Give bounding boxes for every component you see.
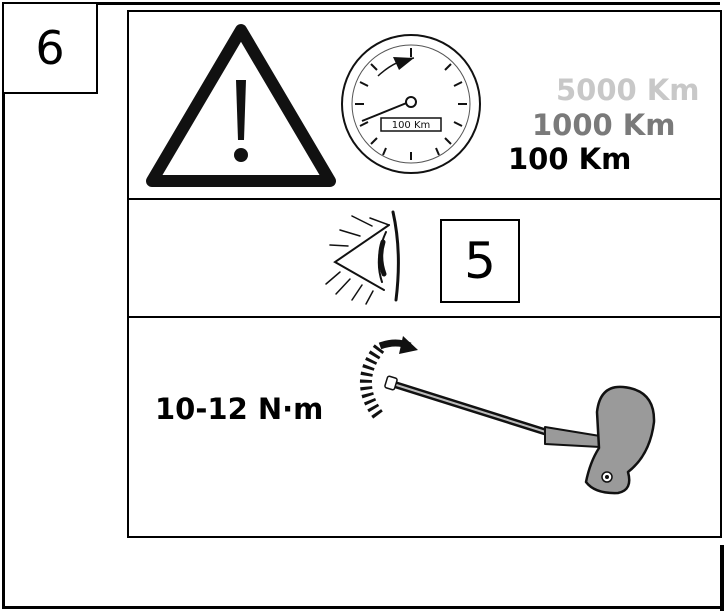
interval-1000-km: 1000 Km	[532, 108, 676, 142]
instruction-panel	[127, 10, 722, 538]
interval-100-km: 100 Km	[508, 142, 632, 176]
inspection-count: 5	[440, 219, 520, 303]
step-number: 6	[2, 2, 98, 94]
rotation-arrow-icon	[360, 336, 418, 419]
torque-spec: 10-12 N·m	[155, 392, 324, 426]
row-divider-1	[127, 198, 722, 200]
row-divider-2	[127, 316, 722, 318]
hex-key-tool-icon	[384, 375, 656, 495]
odometer-icon	[341, 34, 481, 174]
interval-5000-km: 5000 Km	[556, 73, 700, 107]
frame-edge	[720, 545, 724, 611]
outer-frame	[2, 2, 720, 609]
eye-icon	[325, 210, 400, 305]
warning-icon	[146, 24, 336, 187]
odometer-label: 100 Km	[392, 120, 431, 131]
